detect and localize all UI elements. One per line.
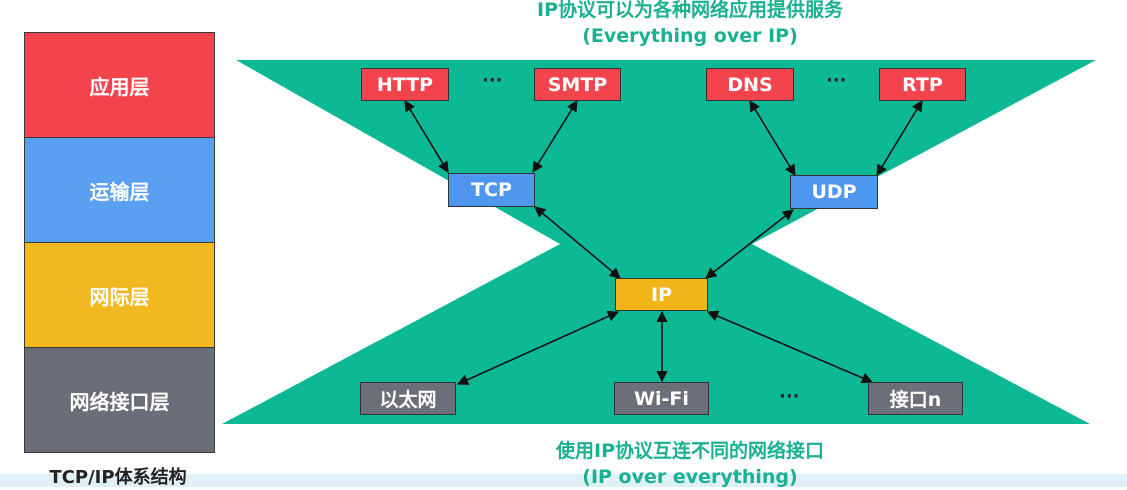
arrow-tcp-ip — [534, 206, 621, 279]
protocol-smtp: SMTP — [534, 68, 621, 101]
arrow-ip-ethernet — [456, 311, 620, 385]
interface-n: 接口n — [868, 382, 963, 415]
layer-network-interface: 网络接口层 — [24, 347, 215, 453]
interface-ethernet: 以太网 — [360, 382, 456, 415]
arrow-ip-ifn — [706, 310, 874, 384]
layer-transport: 运输层 — [24, 137, 215, 243]
interface-ellipsis: ··· — [779, 386, 800, 407]
heading-top: IP协议可以为各种网络应用提供服务 (Everything over IP) — [420, 0, 960, 49]
layer-application: 应用层 — [24, 32, 215, 138]
app-ellipsis-left: ··· — [482, 70, 503, 91]
arrow-smtp-tcp — [532, 100, 578, 173]
app-ellipsis-right: ··· — [826, 70, 847, 91]
heading-top-line2: (Everything over IP) — [582, 25, 798, 47]
protocol-dns: DNS — [706, 68, 794, 101]
protocol-ip: IP — [615, 278, 708, 311]
arrow-http-tcp — [404, 100, 449, 173]
arrow-udp-ip — [705, 209, 794, 279]
protocol-rtp: RTP — [879, 68, 966, 101]
heading-bottom: 使用IP协议互连不同的网络接口 (IP over everything) — [420, 438, 960, 490]
stack-caption: TCP/IP体系结构 — [49, 467, 187, 488]
arrow-dns-udp — [749, 100, 796, 176]
protocol-udp: UDP — [790, 175, 878, 209]
hourglass-shape — [222, 60, 1096, 424]
interface-wifi: Wi-Fi — [614, 382, 709, 415]
heading-bottom-line2: (IP over everything) — [582, 466, 798, 488]
layer-internet: 网际层 — [24, 242, 215, 348]
bottom-band — [0, 474, 1127, 487]
protocol-tcp: TCP — [448, 173, 535, 207]
protocol-http: HTTP — [361, 68, 449, 101]
heading-bottom-line1: 使用IP协议互连不同的网络接口 — [556, 440, 824, 462]
heading-top-line1: IP协议可以为各种网络应用提供服务 — [537, 0, 843, 21]
tcpip-layer-stack: 应用层 运输层 网际层 网络接口层 — [24, 32, 215, 453]
arrow-rtp-udp — [876, 100, 923, 176]
